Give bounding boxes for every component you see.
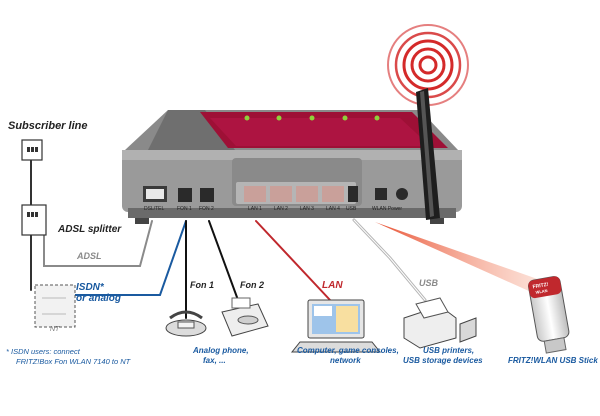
lan-label: LAN bbox=[322, 280, 343, 291]
port-label-usb: USB bbox=[346, 206, 357, 212]
adsl-splitter-box bbox=[21, 204, 47, 236]
usb-devices-line2: USB storage devices bbox=[403, 356, 483, 365]
isdn-analog-label-line2: or analog bbox=[76, 293, 122, 304]
port-label-lan3: LAN 3 bbox=[300, 206, 314, 212]
cables bbox=[30, 155, 427, 319]
port-label-fon1: FON 1 bbox=[177, 206, 192, 212]
adsl-splitter-label: ADSL splitter bbox=[58, 224, 122, 235]
computer bbox=[290, 299, 382, 353]
wlan-stick-label: FRITZ!WLAN USB Stick bbox=[508, 356, 598, 365]
port-label-dsl-tel: DSL/TEL bbox=[144, 206, 165, 212]
port-label-fon2: FON 2 bbox=[199, 206, 214, 212]
port-label-lan1: LAN 1 bbox=[248, 206, 262, 212]
port-label-lan2: LAN 2 bbox=[274, 206, 288, 212]
port-label-lan4: LAN 4 bbox=[326, 206, 340, 212]
analog-phone bbox=[165, 310, 207, 337]
port-label-wlan-power: WLAN Power bbox=[372, 206, 402, 212]
analog-devices-line2: fax, ... bbox=[203, 356, 226, 365]
nt-box bbox=[34, 284, 76, 328]
footnote-line2: FRITZ!Box Fon WLAN 7140 to NT bbox=[16, 357, 131, 366]
status-leds bbox=[244, 115, 380, 121]
router bbox=[122, 110, 462, 224]
usb-devices-line1: USB printers, bbox=[423, 346, 475, 355]
lan-devices-line2: network bbox=[330, 356, 361, 365]
router-ports bbox=[143, 186, 408, 202]
analog-devices-line1: Analog phone, bbox=[193, 346, 249, 355]
stick-brand-text: FRITZ! bbox=[532, 282, 549, 291]
fax-machine bbox=[221, 297, 269, 337]
usb-label: USB bbox=[419, 278, 439, 288]
stick-wlan-text: WLAN bbox=[535, 288, 548, 295]
wlan-beam bbox=[375, 222, 546, 296]
port-labels: DSL/TEL FON 1 FON 2 LAN 1 LAN 2 LAN 3 LA… bbox=[144, 206, 402, 212]
usb-printer bbox=[403, 297, 477, 349]
lan-devices-line1: Computer, game consoles, bbox=[297, 346, 399, 355]
adsl-label: ADSL bbox=[77, 251, 102, 261]
isdn-analog-label-line1: ISDN* bbox=[76, 282, 104, 293]
footnote-line1: * ISDN users: connect bbox=[6, 347, 80, 356]
antenna bbox=[416, 88, 440, 220]
fon2-label: Fon 2 bbox=[240, 280, 264, 290]
subscriber-line-socket bbox=[21, 139, 43, 161]
nt-label: NT bbox=[50, 326, 60, 333]
fon1-label: Fon 1 bbox=[190, 280, 214, 290]
subscriber-line-label: Subscriber line bbox=[8, 120, 88, 132]
wlan-usb-stick: FRITZ! WLAN bbox=[528, 276, 570, 354]
